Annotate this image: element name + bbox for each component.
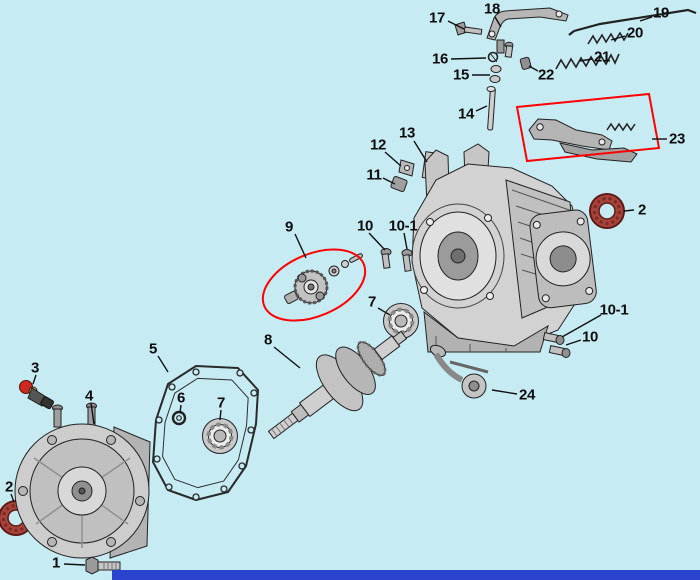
leader-line-14 [475,105,488,112]
cover-ribs [33,457,131,548]
gasket-bolt-holes [153,368,258,501]
part-clip-22 [519,56,532,70]
part-12-bracket [398,159,415,177]
part-callout-6: 6 [176,389,186,407]
part-governor-shaft-24 [429,344,489,399]
part-callout-5: 5 [148,340,158,358]
leader-line-19 [639,16,653,22]
part-callout-11: 11 [366,166,382,184]
part-callout-13: 13 [398,124,416,142]
part-washer-6 [171,410,187,426]
leader-line-5 [157,355,169,373]
part-callout-22: 22 [537,66,555,84]
leader-line-12 [384,151,402,167]
part-callout-7: 7 [216,394,226,412]
part-oil-sensor-3 [19,380,54,410]
leader-line-9 [294,233,307,259]
leader-line-7 [377,307,391,316]
part-oil-seal-2-right [589,193,625,229]
leader-line-4 [90,402,95,425]
leader-line-10-1 [403,232,408,250]
part-callout-10: 10 [581,328,599,346]
leader-line-3 [32,374,37,385]
part-gasket-5 [152,365,259,501]
part-callout-2: 2 [637,201,647,219]
part-crankshaft-8 [267,330,408,440]
part-bolt-10-1-top [401,249,413,272]
leader-line-1 [63,563,86,566]
part-callout-10-1: 10-1 [599,301,629,319]
leader-line-7 [219,409,222,421]
part-callout-23: 23 [668,130,686,148]
part-governor-arm-18 [486,7,569,54]
part-cylinder-block [411,143,597,353]
highlight-ellipse-9 [261,248,367,322]
cover-top-bolts [52,402,97,428]
part-bolt-10-1-right [542,332,565,345]
part-callout-12: 12 [369,136,387,154]
small-fastener-icon [504,41,514,58]
leader-line-8 [273,346,301,369]
part-callout-17: 17 [428,9,446,27]
part-washers-15 [489,65,502,83]
part-bolt-1 [85,556,121,575]
part-callout-24: 24 [518,386,536,404]
leader-line-6 [179,404,182,414]
leader-line-13 [413,140,428,163]
part-rod-19 [568,8,697,36]
part-bolt-10-top [380,248,392,269]
leader-lines [10,16,667,566]
leader-line-17 [447,20,465,30]
leader-line-18 [494,16,502,28]
cylinder-bore-face [529,209,597,309]
part-clip-16 [487,51,499,63]
part-callout-9: 9 [284,218,294,236]
part-callout-15: 15 [452,66,470,84]
part-crankcase-cover-4 [14,402,151,559]
part-11-block [390,176,408,192]
part-callout-14: 14 [457,105,475,123]
part-callout-10-1: 10-1 [388,217,418,235]
part-callout-1: 1 [51,554,61,572]
leader-line-10 [368,232,386,251]
part-callout-10: 10 [356,217,374,235]
part-callout-21: 21 [593,48,611,66]
highlight-box-23 [515,92,661,163]
part-callout-8: 8 [263,331,273,349]
leader-line-10 [565,339,582,346]
leader-line-21 [579,58,593,62]
part-callout-16: 16 [431,50,449,68]
part-callout-7: 7 [367,293,377,311]
cover-bolt-lugs [18,435,145,547]
leader-line-22 [528,65,539,72]
part-callout-2: 2 [4,478,14,496]
part-spring-20 [587,31,629,45]
part-callout-4: 4 [84,387,94,405]
part-callout-19: 19 [652,4,670,22]
part-callout-3: 3 [30,359,40,377]
part-bearing-7-left [202,418,238,454]
leader-line-20 [610,35,626,41]
part-bolt-10-right [548,345,571,358]
part-callout-18: 18 [483,0,501,18]
leader-line-16 [450,57,487,60]
part-bolt-17 [454,21,483,36]
part-spring-21 [555,53,620,70]
leader-line-10-1 [561,314,602,338]
leader-line-11 [382,177,396,185]
part-callout-20: 20 [626,24,644,42]
leader-line-2 [10,493,15,503]
bottom-bar [112,570,700,580]
part-bracket-assembly-23 [528,118,638,163]
part-governor-gear-9 [284,253,363,305]
leader-line-2 [623,209,635,212]
leader-line-24 [491,389,518,395]
part-pin-14 [486,86,496,131]
